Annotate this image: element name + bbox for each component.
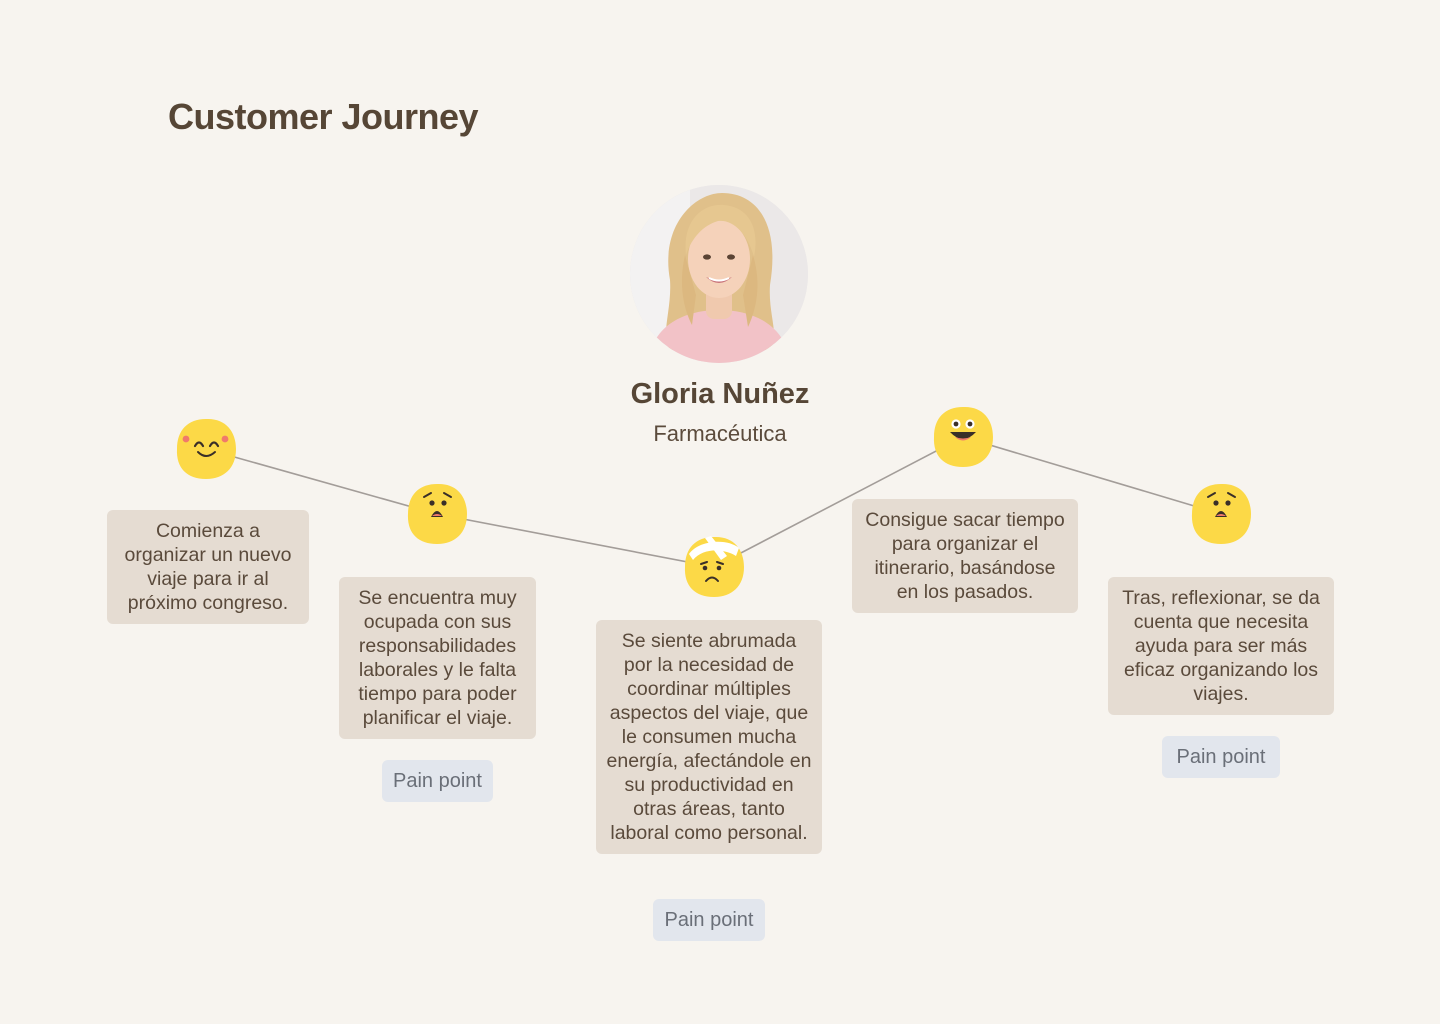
journey-step-3: Se siente abrumada por la necesidad de c… <box>596 620 822 854</box>
pain-point-tag: Pain point <box>1162 736 1280 778</box>
persona-name: Gloria Nuñez <box>630 378 810 410</box>
journey-step-5: Tras, reflexionar, se da cuenta que nece… <box>1108 577 1334 715</box>
excited-face-icon <box>933 406 993 467</box>
journey-step-2: Se encuentra muy ocupada con sus respons… <box>339 577 536 739</box>
worried-face-icon <box>1191 483 1251 544</box>
journey-step-1: Comienza a organizar un nuevo viaje para… <box>107 510 309 624</box>
pain-point-tag: Pain point <box>382 760 493 802</box>
page-title: Customer Journey <box>168 96 479 137</box>
worried-face-icon <box>407 483 467 544</box>
bandaged-sad-face-icon <box>684 536 744 597</box>
pain-point-tag: Pain point <box>653 899 765 941</box>
persona-role: Farmacéutica <box>653 421 787 446</box>
journey-step-4: Consigue sacar tiempo para organizar el … <box>852 499 1078 613</box>
avatar <box>630 185 808 363</box>
happy-blushing-face-icon <box>176 418 236 479</box>
